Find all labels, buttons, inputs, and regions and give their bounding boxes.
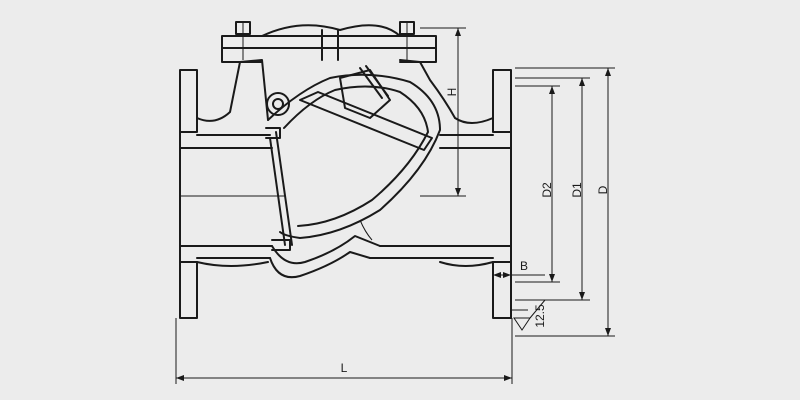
dim-label-d2: D2 (540, 182, 554, 198)
valve-disc (299, 65, 433, 151)
valve-cover (221, 21, 437, 63)
dim-label-b: B (520, 259, 528, 273)
left-flange (179, 69, 198, 319)
right-flange (492, 69, 512, 319)
dim-label-roughness: 12.5 (533, 304, 547, 328)
dim-label-d: D (596, 185, 610, 194)
dimension-lines (175, 27, 615, 384)
valve-body (179, 59, 512, 279)
dim-label-h: H (445, 88, 459, 97)
dim-label-d1: D1 (570, 182, 584, 198)
hinge-pin (266, 92, 290, 116)
dim-label-l: L (341, 361, 348, 375)
valve-seat (180, 127, 293, 251)
